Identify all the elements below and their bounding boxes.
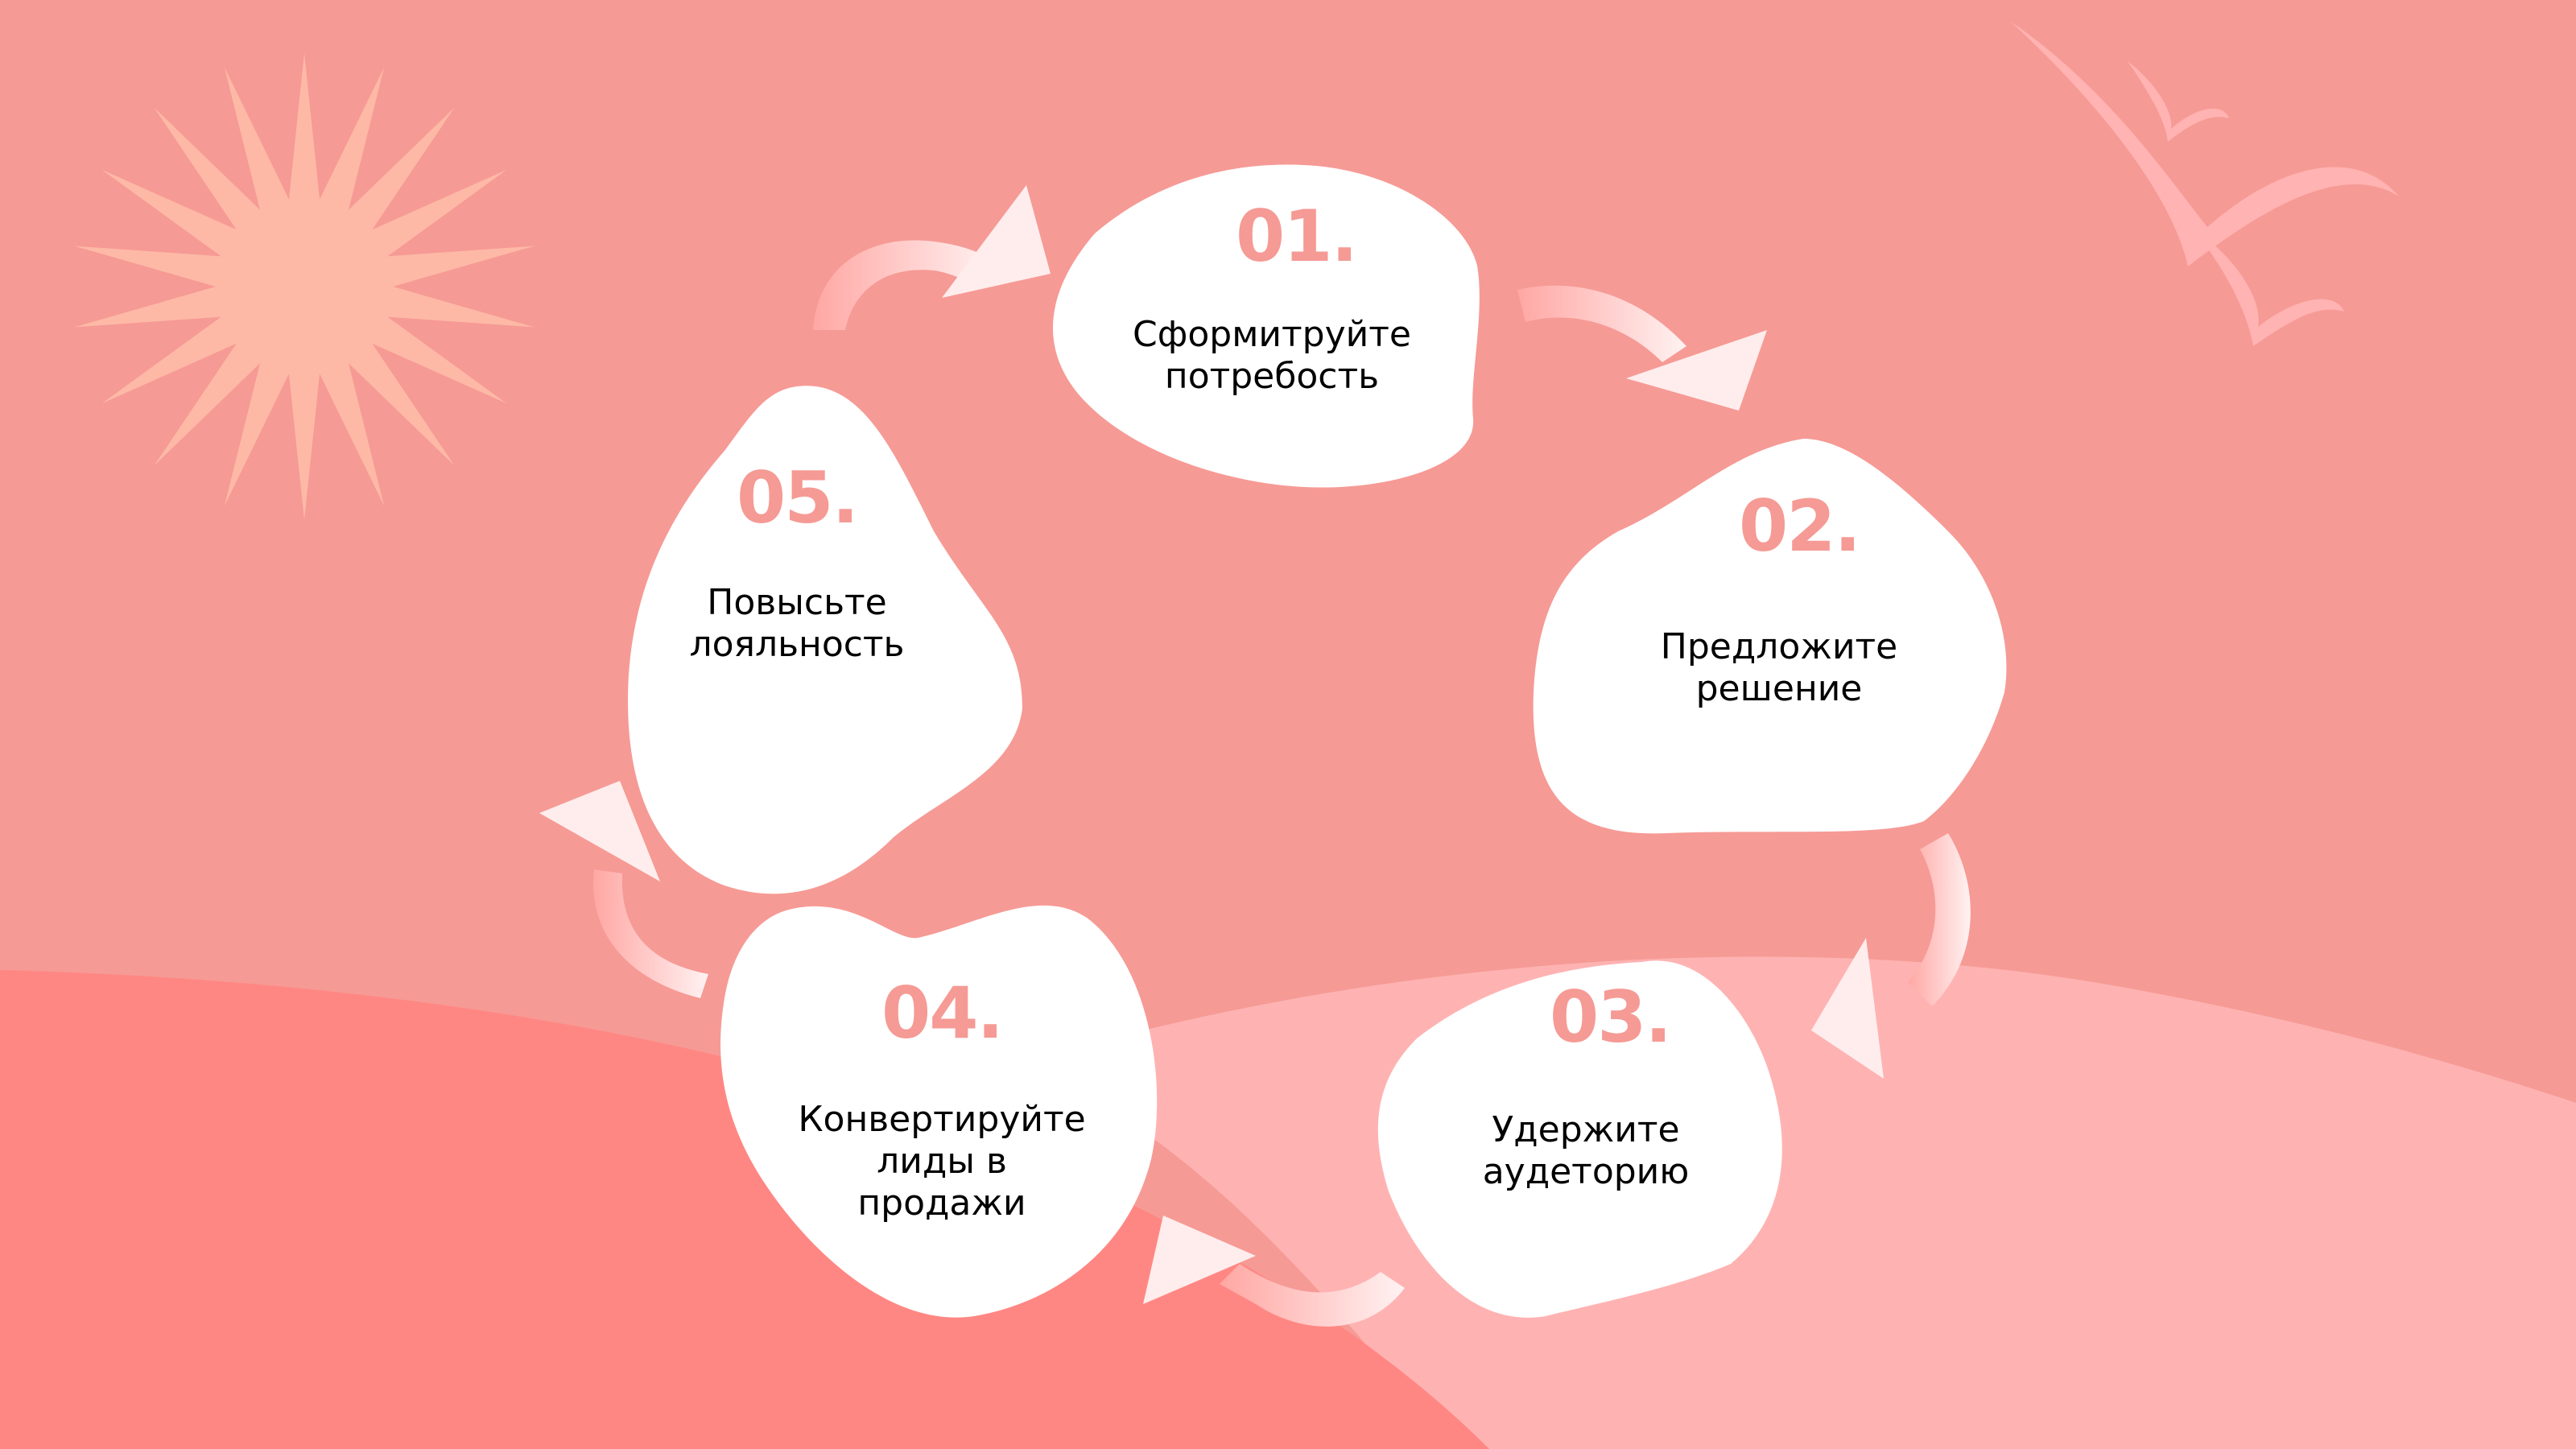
arrow-shaft: [593, 869, 708, 998]
step-5: 05. Повысьте лояльность: [620, 463, 974, 666]
step-2: 02. Предложите решение: [1578, 491, 1980, 710]
arrow-head-icon: [539, 781, 660, 881]
arrow-shaft: [1220, 1264, 1405, 1327]
step-blob-1: [1052, 164, 1480, 488]
step-label: Удержите аудеторию: [1482, 1109, 1690, 1192]
arrow-1: [813, 185, 1051, 330]
arrow-head-icon: [1811, 938, 1884, 1079]
step-blob-2: [1533, 439, 2007, 834]
arrow-5: [539, 781, 708, 998]
arrow-shaft: [1908, 833, 1971, 1006]
step-3: 03. Удержите аудеторию: [1385, 982, 1787, 1193]
step-number: 02.: [1739, 485, 1861, 568]
step-number: 01.: [1236, 195, 1358, 278]
step-4: 04. Конвертируйте лиды в продажи: [741, 978, 1143, 1224]
step-blob-5: [628, 386, 1022, 894]
sun-icon: [74, 53, 535, 520]
arrow-2: [1517, 285, 1767, 411]
arrow-head-icon: [1626, 330, 1767, 411]
arrow-3: [1811, 833, 1971, 1079]
step-label: Конвертируйте лиды в продажи: [798, 1099, 1086, 1224]
birds-icon: [2011, 22, 2399, 346]
step-number: 04.: [881, 972, 1004, 1055]
hill-left: [0, 970, 1489, 1449]
arrow-head-icon: [942, 185, 1051, 298]
arrow-head-icon: [1143, 1216, 1256, 1304]
step-label: Повысьте лояльность: [689, 582, 905, 665]
arrow-4: [1143, 1216, 1405, 1327]
step-number: 05.: [737, 456, 859, 539]
step-blob-4: [720, 905, 1158, 1318]
step-label: Предложите решение: [1660, 626, 1898, 709]
step-blob-3: [1377, 960, 1782, 1318]
arrow-shaft: [813, 240, 994, 330]
arrow-shaft: [1517, 285, 1686, 362]
step-label: Сформитруйте потребость: [1133, 314, 1411, 397]
step-number: 03.: [1550, 976, 1672, 1059]
step-1: 01. Сформитруйте потребость: [1071, 201, 1473, 398]
